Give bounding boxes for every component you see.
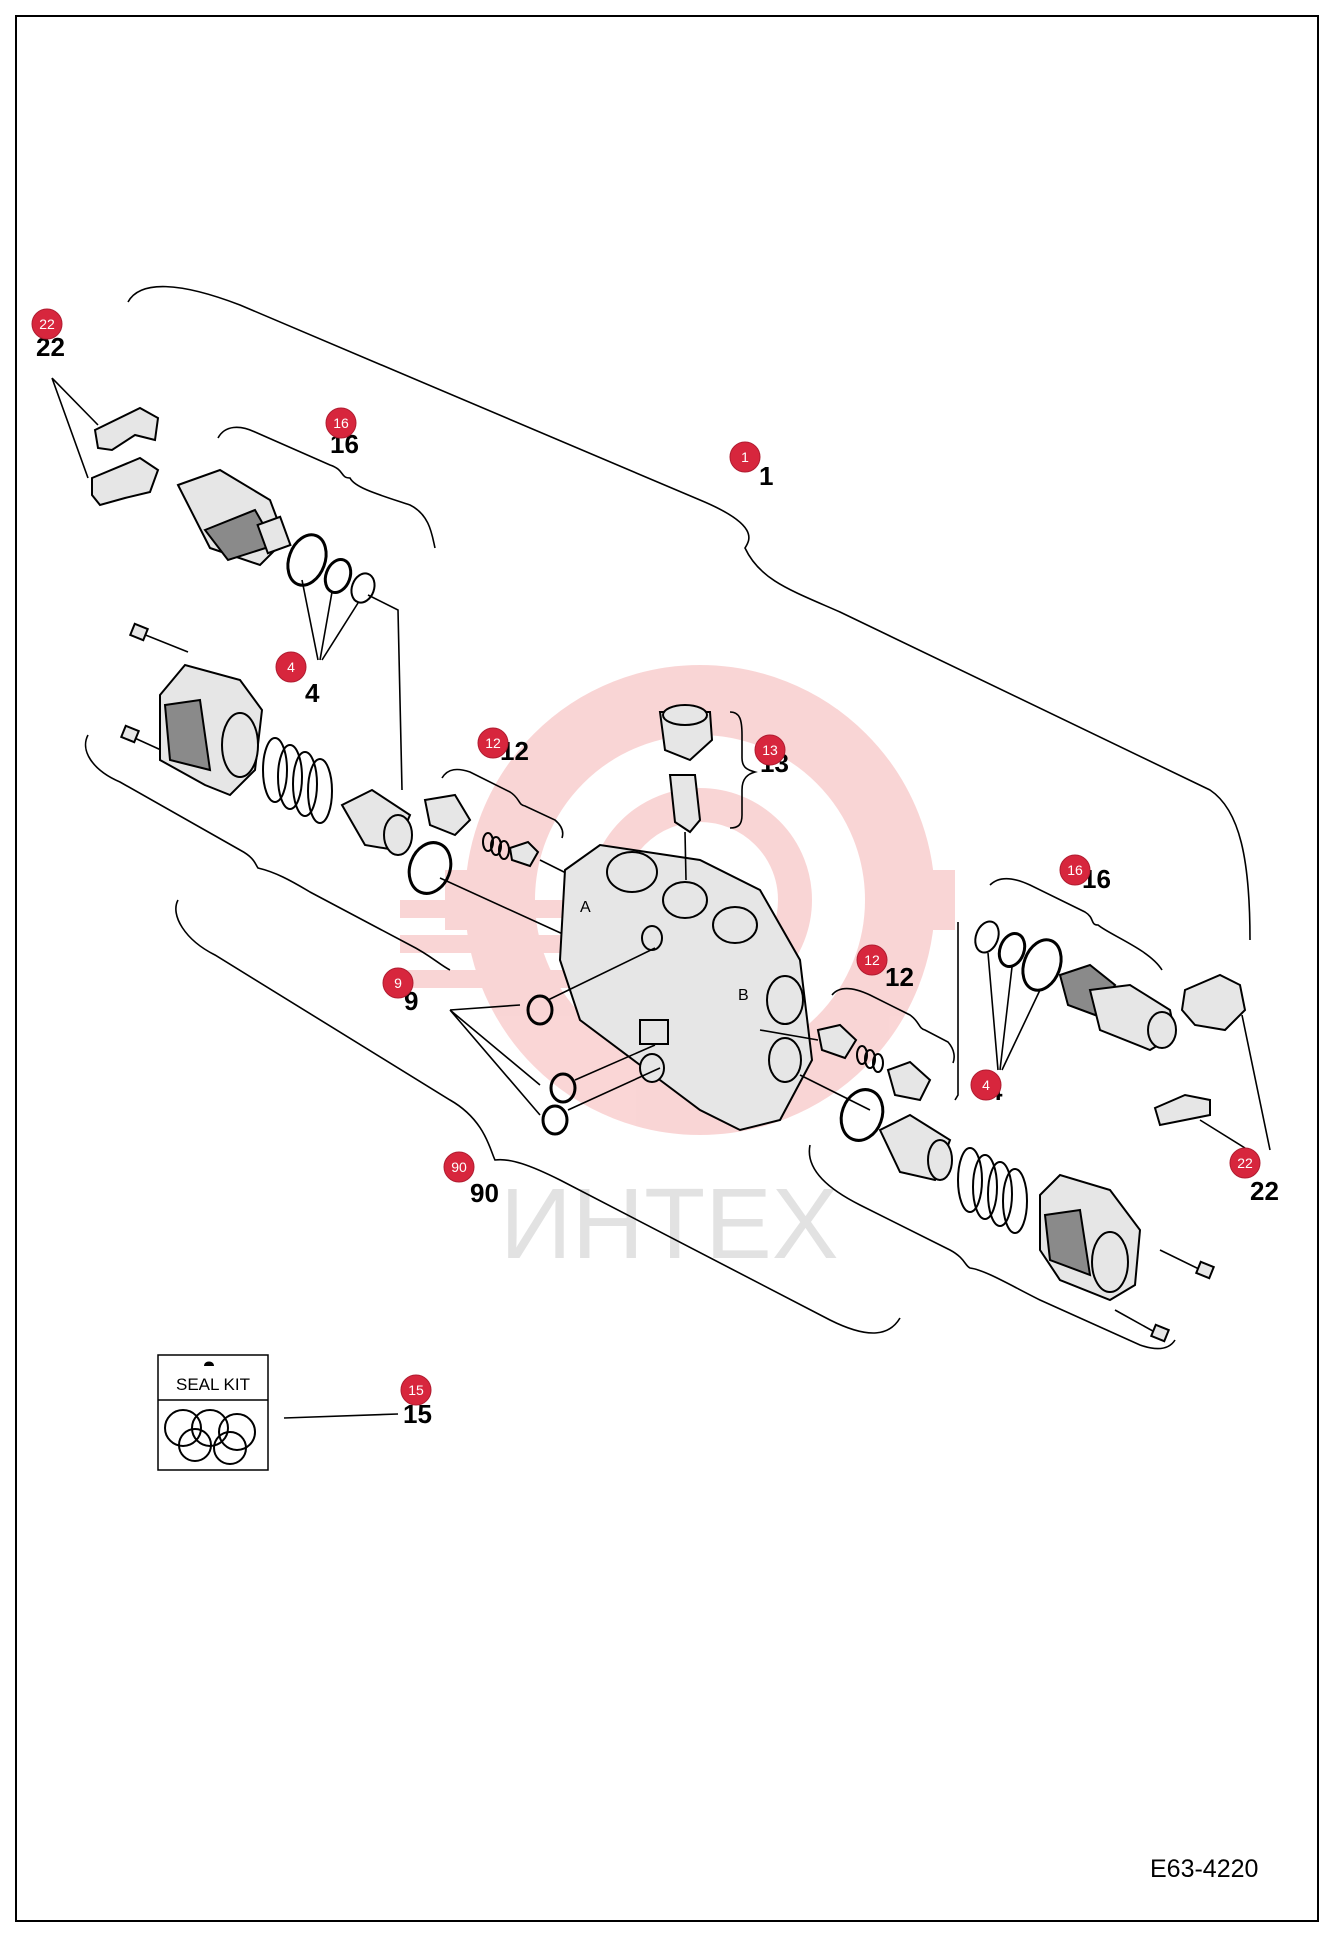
leader-4-right-to-plug <box>954 922 959 1101</box>
svg-text:1: 1 <box>741 449 749 465</box>
leader-4-left <box>301 579 359 661</box>
bracket-right-assembly <box>808 1144 1176 1350</box>
hotspot-part-16-right[interactable]: 16 <box>1059 854 1091 886</box>
leader-right-to-body <box>759 1029 871 1111</box>
leader-15 <box>283 1413 399 1419</box>
part-number-4-left: 4 <box>305 678 320 708</box>
hotspot-part-1[interactable]: 1 <box>729 441 761 473</box>
bracket-part-13 <box>729 711 758 829</box>
hotspot-part-15[interactable]: 15 <box>400 1374 432 1406</box>
seal-kit-card: SEAL KIT <box>157 1354 269 1471</box>
spool-seat-right <box>878 1113 953 1182</box>
svg-text:15: 15 <box>408 1382 424 1398</box>
svg-text:22: 22 <box>39 316 55 332</box>
hotspot-part-4-right[interactable]: 4 <box>970 1069 1002 1101</box>
seat-right <box>886 1060 932 1102</box>
spool-seat-left <box>340 788 413 856</box>
leader-ring-9 <box>547 947 661 1111</box>
spring-cap-left <box>159 663 264 797</box>
bolt-head-icon <box>128 622 150 642</box>
plug-13 <box>658 704 714 834</box>
o-ring-icon <box>839 1088 885 1142</box>
o-ring-icon <box>286 533 328 587</box>
svg-text:16: 16 <box>1067 862 1083 878</box>
hotspot-part-22-right[interactable]: 22 <box>1229 1147 1261 1179</box>
hotspot-part-16-left[interactable]: 16 <box>325 407 357 439</box>
part-number-22-right: 22 <box>1250 1176 1279 1206</box>
bracket-part-12-left <box>441 768 564 839</box>
leader-22-left <box>51 377 99 479</box>
leader-9 <box>449 1004 541 1116</box>
o-ring-icon <box>541 1104 569 1136</box>
svg-text:9: 9 <box>394 975 402 991</box>
drawing-code: E63-4220 <box>1150 1855 1258 1883</box>
poppet-spring-right <box>856 1045 884 1073</box>
svg-text:22: 22 <box>1237 1155 1253 1171</box>
bracket-part-90 <box>175 899 901 1334</box>
hotspot-part-22-left[interactable]: 22 <box>31 308 63 340</box>
seal-kit-title: SEAL KIT <box>176 1375 250 1394</box>
o-ring-icon <box>350 572 376 604</box>
svg-text:90: 90 <box>451 1159 467 1175</box>
o-ring-icon <box>549 1072 577 1104</box>
hotspot-part-4-left[interactable]: 4 <box>275 651 307 683</box>
o-ring-icon <box>974 920 1000 954</box>
part-number-12-right: 12 <box>885 962 914 992</box>
svg-text:16: 16 <box>333 415 349 431</box>
hotspot-part-12-right[interactable]: 12 <box>856 944 888 976</box>
o-ring-icon <box>526 994 554 1026</box>
svg-text:12: 12 <box>864 952 880 968</box>
part-number-1: 1 <box>759 461 773 491</box>
hotspot-part-90[interactable]: 90 <box>443 1151 475 1183</box>
bracket-part-16-right <box>989 877 1163 971</box>
leader-4-right <box>987 952 1041 1071</box>
leader-4-left-to-plug <box>367 594 403 791</box>
watermark-text: ИНТЕХ <box>500 1168 839 1280</box>
svg-text:4: 4 <box>982 1077 990 1093</box>
clip-icon <box>91 406 160 507</box>
hotspot-part-13[interactable]: 13 <box>754 734 786 766</box>
spring-left <box>262 737 333 824</box>
bracket-part-1 <box>127 285 1251 941</box>
o-ring-icon <box>407 841 453 895</box>
plug-left <box>423 793 472 837</box>
svg-text:13: 13 <box>762 742 778 758</box>
plug-right <box>816 1023 858 1060</box>
bolt-head-icon <box>1149 1323 1171 1343</box>
svg-text:4: 4 <box>287 659 295 675</box>
valve-body: A B <box>558 843 814 1132</box>
relief-valve-cartridge-left <box>176 468 292 567</box>
clip-icon <box>1153 973 1247 1127</box>
bolt-icon <box>137 631 189 653</box>
part-number-90: 90 <box>470 1178 499 1208</box>
poppet-spring-left <box>482 832 540 868</box>
svg-text:A: A <box>580 899 591 916</box>
bracket-left-assembly <box>84 734 451 971</box>
svg-text:B: B <box>738 987 749 1004</box>
leader-22-right <box>1199 1014 1271 1151</box>
svg-text:12: 12 <box>485 735 501 751</box>
bolt-head-icon <box>119 724 141 744</box>
o-ring-icon <box>997 932 1027 968</box>
o-ring-icon <box>323 558 353 594</box>
o-ring-icon <box>1021 938 1063 992</box>
hotspot-part-9[interactable]: 9 <box>382 967 414 999</box>
spring-right <box>957 1147 1028 1234</box>
hotspot-part-12-left[interactable]: 12 <box>477 727 509 759</box>
bracket-part-12-right <box>831 987 955 1064</box>
bolt-head-icon <box>1194 1260 1216 1280</box>
relief-valve-cartridge-right <box>1058 963 1177 1052</box>
leader-13 <box>684 831 687 881</box>
spring-cap-right <box>1039 1173 1142 1302</box>
bracket-part-16-left <box>217 426 436 549</box>
